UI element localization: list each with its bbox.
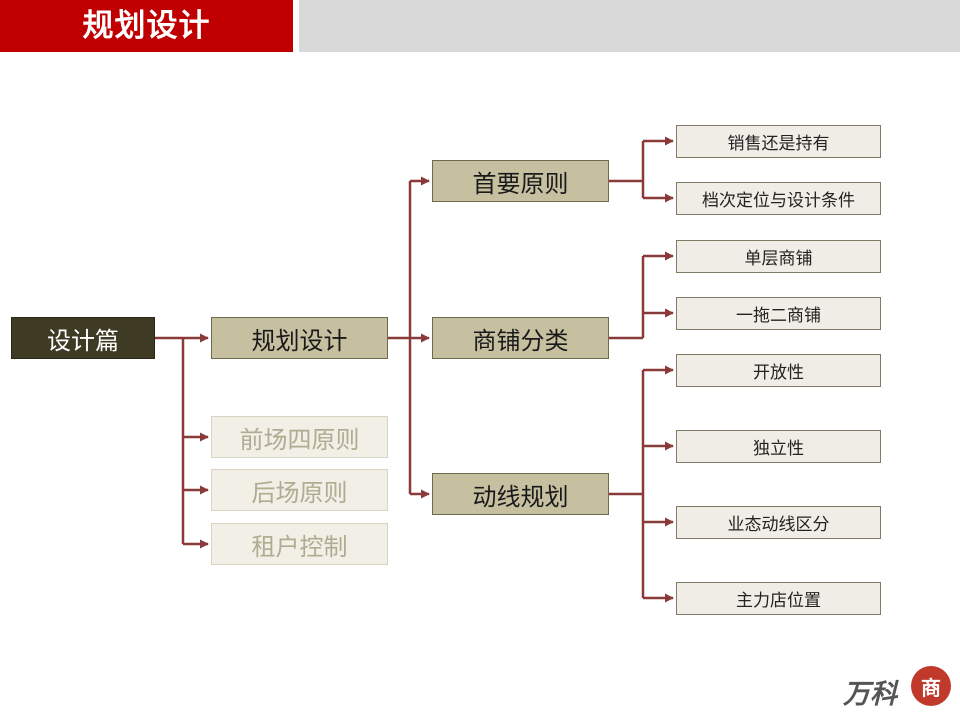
leaf-positioning: 档次定位与设计条件 — [676, 182, 881, 215]
node-tenant-control: 租户控制 — [211, 523, 388, 565]
header-band — [299, 0, 960, 52]
leaf-openness: 开放性 — [676, 354, 881, 387]
node-circulation: 动线规划 — [432, 473, 609, 515]
node-front-principles: 前场四原则 — [211, 416, 388, 458]
leaf-independence: 独立性 — [676, 430, 881, 463]
seal-icon: 商 — [911, 666, 951, 706]
node-primary-principles: 首要原则 — [432, 160, 609, 202]
title-bar — [0, 0, 293, 52]
node-root: 设计篇 — [11, 317, 155, 359]
leaf-single-floor-shop: 单层商铺 — [676, 240, 881, 273]
leaf-format-circulation: 业态动线区分 — [676, 506, 881, 539]
page-title: 规划设计 — [82, 8, 211, 44]
leaf-sell-or-hold: 销售还是持有 — [676, 125, 881, 158]
leaf-two-floor-shop: 一拖二商铺 — [676, 297, 881, 330]
node-shop-types: 商铺分类 — [432, 317, 609, 359]
node-back-principles: 后场原则 — [211, 469, 388, 511]
vanke-logo: 万科 商 — [843, 664, 953, 712]
leaf-anchor-location: 主力店位置 — [676, 582, 881, 615]
logo-text: 万科 — [843, 679, 897, 710]
node-planning-design: 规划设计 — [211, 317, 388, 359]
